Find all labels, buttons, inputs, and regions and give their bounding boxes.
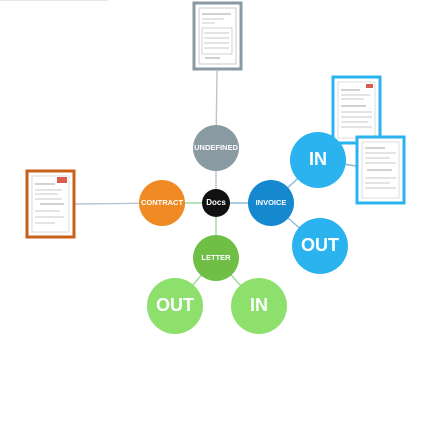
node-docs-center[interactable]: Docs bbox=[202, 189, 230, 217]
node-label: OUT bbox=[156, 295, 194, 315]
node-circle bbox=[248, 180, 294, 226]
node-invoice-in[interactable]: IN bbox=[290, 132, 346, 188]
invoice-in-document-thumbnail[interactable] bbox=[331, 75, 382, 145]
document-page bbox=[337, 81, 376, 139]
node-label: CONTRACT bbox=[141, 198, 183, 207]
node-circle bbox=[193, 235, 239, 281]
node-label: OUT bbox=[301, 235, 339, 255]
node-label: INVOICE bbox=[256, 198, 287, 207]
node-circle bbox=[147, 278, 203, 334]
undefined-document-thumbnail[interactable] bbox=[192, 1, 243, 71]
node-circle bbox=[193, 125, 239, 171]
top-divider-line bbox=[0, 0, 108, 1]
node-label: LETTER bbox=[201, 253, 231, 262]
node-letter-out[interactable]: OUT bbox=[147, 278, 203, 334]
node-letter[interactable]: LETTER bbox=[193, 235, 239, 281]
document-page bbox=[198, 7, 237, 65]
contract-document-thumbnail[interactable] bbox=[25, 169, 76, 239]
node-invoice-out[interactable]: OUT bbox=[292, 218, 348, 274]
node-label: UNDEFINED bbox=[194, 143, 238, 152]
node-circle bbox=[290, 132, 346, 188]
node-label: IN bbox=[250, 295, 268, 315]
node-circle bbox=[139, 180, 185, 226]
node-letter-in[interactable]: IN bbox=[231, 278, 287, 334]
invoice-out-document-thumbnail[interactable] bbox=[355, 135, 406, 205]
node-contract[interactable]: CONTRACT bbox=[139, 180, 185, 226]
node-undefined[interactable]: UNDEFINED bbox=[193, 125, 239, 171]
node-circle bbox=[292, 218, 348, 274]
node-circle bbox=[202, 189, 230, 217]
node-label: IN bbox=[309, 149, 327, 169]
node-invoice[interactable]: INVOICE bbox=[248, 180, 294, 226]
node-label: Docs bbox=[206, 198, 226, 207]
node-circle bbox=[231, 278, 287, 334]
